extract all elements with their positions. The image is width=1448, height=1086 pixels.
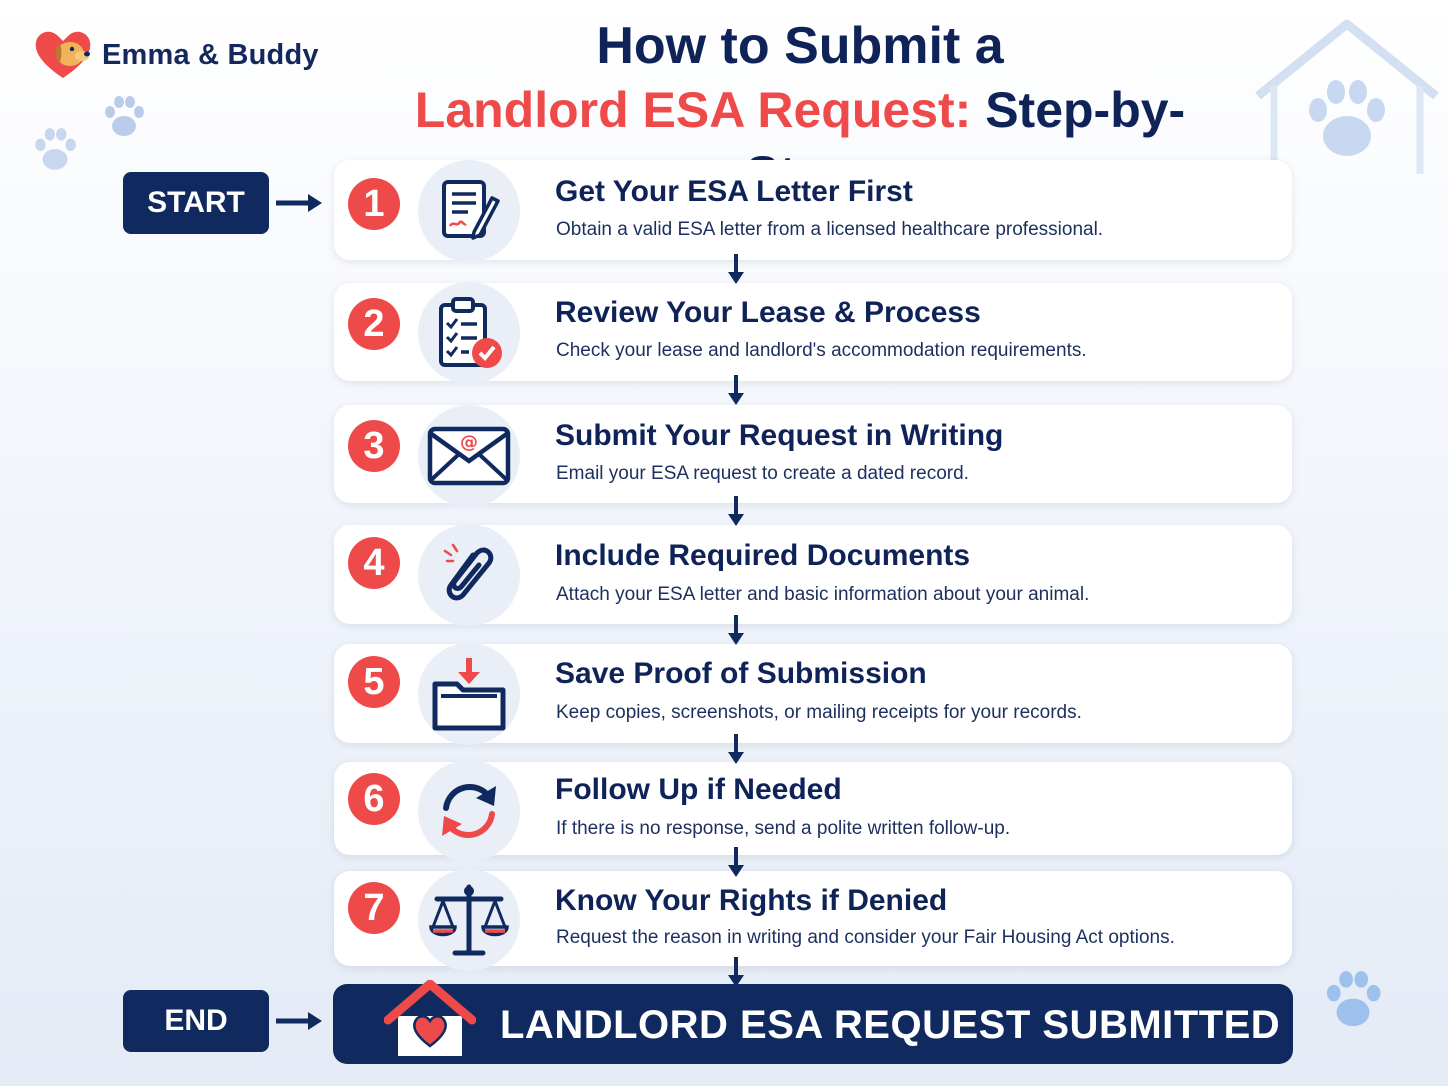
step-icon-wrap: [418, 282, 520, 384]
step-description: Keep copies, screenshots, or mailing rec…: [556, 702, 1082, 723]
step-icon-wrap: [418, 160, 520, 262]
arrow-right-icon: [276, 194, 322, 212]
clipboard-checklist-icon: [439, 297, 502, 368]
step-icon-wrap: [418, 643, 520, 745]
end-label: END: [123, 990, 269, 1052]
paperclip-icon: [443, 543, 494, 601]
step-title: Get Your ESA Letter First: [555, 175, 913, 208]
arrow-down-icon: [728, 957, 744, 987]
step-icon-wrap: [418, 869, 520, 971]
step-description: Check your lease and landlord's accommod…: [556, 340, 1087, 361]
step-description: Attach your ESA letter and basic informa…: [556, 584, 1090, 605]
result-banner: [333, 984, 1293, 1064]
house-heart-icon: [384, 980, 476, 1056]
paw-print-icon: [105, 96, 144, 136]
step-icon-wrap: [418, 524, 520, 626]
start-label: START: [123, 172, 269, 234]
step-number: 1: [348, 178, 400, 230]
step-description: Request the reason in writing and consid…: [556, 927, 1175, 948]
step-title: Follow Up if Needed: [555, 773, 842, 806]
arrow-down-icon: [728, 615, 744, 645]
result-text: LANDLORD ESA REQUEST SUBMITTED: [500, 1003, 1281, 1047]
arrow-down-icon: [728, 496, 744, 526]
title-line-1: How to Submit a: [596, 17, 1004, 75]
title-highlight: Landlord ESA Request:: [414, 82, 972, 138]
step-number: 5: [348, 656, 400, 708]
house-paw-icon: [1255, 19, 1439, 174]
step-number: 3: [348, 420, 400, 472]
step-number: 4: [348, 537, 400, 589]
arrow-down-icon: [728, 254, 744, 284]
arrow-down-icon: [728, 847, 744, 877]
arrow-down-icon: [728, 734, 744, 764]
refresh-arrows-icon: [442, 783, 496, 839]
brand: Emma & Buddy: [32, 28, 319, 82]
brand-name: Emma & Buddy: [102, 38, 319, 71]
step-number: 2: [348, 298, 400, 350]
step-number: 6: [348, 773, 400, 825]
arrow-right-icon: [276, 1012, 322, 1030]
document-pen-icon: [442, 180, 500, 240]
step-title: Include Required Documents: [555, 539, 971, 572]
step-description: Obtain a valid ESA letter from a license…: [556, 219, 1104, 240]
step-description: If there is no response, send a polite w…: [556, 818, 1011, 839]
step-title: Review Your Lease & Process: [555, 296, 981, 329]
step-title: Know Your Rights if Denied: [555, 884, 948, 917]
paw-print-icon: [35, 128, 76, 170]
paw-print-icon: [1326, 971, 1381, 1027]
email-envelope-icon: @: [427, 426, 511, 486]
step-icon-wrap: [418, 760, 520, 862]
step-description: Email your ESA request to create a dated…: [556, 463, 969, 484]
step-icon-wrap: @: [418, 405, 520, 507]
step-title: Save Proof of Submission: [555, 657, 927, 690]
dog-heart-logo-icon: [35, 31, 91, 79]
step-number: 7: [348, 882, 400, 934]
scales-icon: [429, 884, 509, 956]
step-title: Submit Your Request in Writing: [555, 419, 1004, 452]
arrow-down-icon: [728, 375, 744, 405]
folder-download-icon: [432, 658, 506, 731]
svg-text:@: @: [460, 432, 478, 453]
